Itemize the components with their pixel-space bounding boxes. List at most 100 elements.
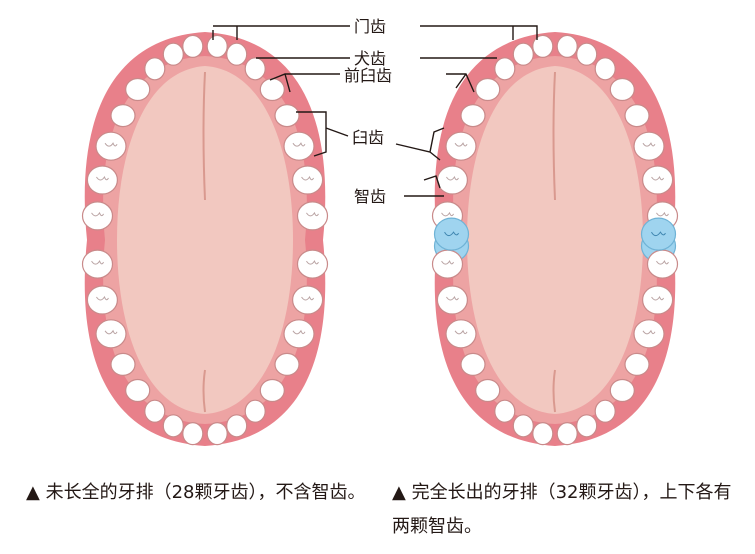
tooth-groove	[642, 329, 656, 335]
leader-lines	[212, 25, 538, 197]
tooth-groove	[446, 175, 459, 181]
molar-tooth	[81, 201, 114, 231]
front-tooth	[144, 399, 166, 423]
front-tooth	[594, 399, 616, 423]
incisor-leader-line	[212, 25, 538, 40]
premolar-tooth	[274, 352, 300, 376]
front-tooth	[532, 34, 554, 59]
molar-leader-line	[296, 111, 445, 161]
molar-tooth	[633, 319, 665, 349]
molar-tooth	[86, 285, 119, 315]
label-canine: 犬齿	[354, 49, 386, 68]
tooth-groove	[651, 175, 665, 181]
label-incisor: 门齿	[354, 17, 386, 36]
front-tooth	[144, 57, 166, 81]
tooth-groove	[104, 142, 118, 147]
front-tooth	[226, 42, 248, 66]
molar-tooth	[81, 249, 114, 279]
premolar-tooth	[624, 103, 650, 128]
molar-tooth	[95, 131, 127, 161]
premolar-tooth	[259, 77, 285, 102]
palate-midline	[202, 71, 206, 201]
front-tooth	[162, 414, 184, 438]
premolar-tooth	[110, 103, 136, 128]
front-tooth	[512, 414, 534, 438]
tooth-groove	[292, 142, 306, 147]
premolar-tooth	[274, 103, 300, 128]
molar-tooth	[296, 249, 329, 279]
tooth-groove	[91, 260, 104, 265]
front-tooth	[206, 422, 228, 446]
front-tooth	[244, 57, 266, 81]
complete-dentition-mouth	[431, 32, 679, 446]
molar-tooth	[646, 249, 679, 279]
front-tooth	[576, 42, 598, 66]
premolar-tooth	[125, 378, 151, 403]
incomplete-dentition-mouth	[81, 32, 329, 446]
molar-tooth	[445, 131, 477, 161]
premolar-tooth	[609, 77, 635, 102]
molar-tooth	[436, 165, 468, 195]
molar-tooth	[95, 319, 127, 349]
front-tooth	[226, 414, 248, 438]
front-tooth	[576, 414, 598, 438]
molar-tooth	[283, 319, 315, 349]
tooth-groove	[642, 142, 656, 147]
front-tooth	[162, 42, 184, 66]
molar-tooth	[86, 165, 119, 195]
tooth-groove	[96, 175, 109, 181]
tooth-groove	[301, 175, 315, 181]
front-tooth	[494, 399, 516, 423]
molar-tooth	[292, 285, 324, 315]
molar-tooth	[445, 319, 477, 349]
tooth-groove	[441, 211, 454, 217]
front-tooth	[512, 42, 534, 66]
front-tooth	[182, 422, 204, 446]
molar-tooth	[641, 285, 674, 315]
tooth-groove	[306, 260, 319, 265]
front-tooth	[206, 34, 228, 59]
tooth-groove	[454, 329, 468, 335]
front-tooth	[532, 422, 554, 446]
palate	[467, 66, 643, 414]
molar-tooth	[431, 249, 464, 279]
molar-tooth	[283, 131, 315, 161]
tongue-midline	[552, 369, 556, 413]
caption-incomplete-dentition: ▲ 未长全的牙排（28颗牙齿），不含智齿。	[26, 482, 366, 503]
front-tooth	[494, 57, 516, 81]
molar-tooth	[292, 165, 324, 195]
tooth-groove	[454, 142, 468, 147]
wisdom-tooth-groove	[651, 231, 666, 237]
tooth-groove	[446, 295, 459, 301]
tooth-groove	[96, 295, 109, 301]
premolar-tooth	[110, 352, 136, 376]
wisdom-bracket	[423, 175, 441, 189]
caption-complete-dentition: ▲ 完全长出的牙排（32颗牙齿），上下各有两颗智齿。	[392, 482, 732, 537]
molar-tooth	[296, 201, 329, 231]
tongue-midline	[202, 369, 206, 413]
front-tooth	[244, 399, 266, 423]
tooth-groove	[656, 211, 669, 217]
front-tooth	[594, 57, 616, 81]
premolar-leader-line	[269, 73, 475, 93]
premolar-tooth	[259, 378, 285, 403]
label-wisdom: 智齿	[354, 187, 386, 206]
premolar-tooth	[125, 77, 151, 102]
premolar-tooth	[624, 352, 650, 376]
tooth-groove	[301, 295, 315, 301]
premolar-tooth	[460, 352, 486, 376]
molar-tooth	[436, 285, 468, 315]
tooth-groove	[104, 329, 118, 335]
label-premolar: 前臼齿	[344, 66, 392, 85]
palate	[117, 66, 293, 414]
front-tooth	[182, 34, 204, 59]
premolar-tooth	[609, 378, 635, 403]
wisdom-tooth-groove	[444, 231, 459, 237]
tooth-groove	[651, 295, 665, 301]
premolar-tooth	[475, 77, 501, 102]
tooth-groove	[292, 329, 306, 335]
front-tooth	[556, 422, 578, 446]
molar-tooth	[633, 131, 665, 161]
front-tooth	[556, 34, 578, 59]
